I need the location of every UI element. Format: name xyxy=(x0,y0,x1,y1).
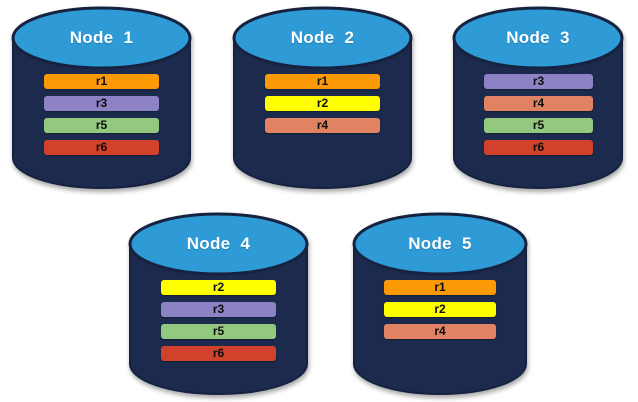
replica-list: r1 r3 r5 r6 xyxy=(44,74,159,155)
replica-label: r2 xyxy=(434,302,446,316)
replica-label: r6 xyxy=(95,140,108,154)
replica-label: r5 xyxy=(95,118,108,132)
replica-label: r3 xyxy=(95,96,108,110)
replica-bar[interactable]: r1 xyxy=(384,280,496,295)
replica-label: r1 xyxy=(316,74,329,88)
replica-bar[interactable]: r3 xyxy=(161,302,276,317)
replica-bar[interactable]: r6 xyxy=(44,140,159,155)
replica-bar[interactable]: r2 xyxy=(265,96,380,111)
replica-list: r1 r2 r4 xyxy=(265,74,380,133)
replica-bar[interactable]: r1 xyxy=(265,74,380,89)
replica-label: r5 xyxy=(212,324,225,338)
replica-bar[interactable]: r4 xyxy=(384,324,496,339)
replica-bar[interactable]: r6 xyxy=(161,346,276,361)
replica-label: r4 xyxy=(434,324,446,338)
replica-label: r2 xyxy=(212,280,225,294)
replica-label: r1 xyxy=(434,280,446,294)
replica-bar[interactable]: r4 xyxy=(265,118,380,133)
replica-bar[interactable]: r4 xyxy=(484,96,593,111)
replica-bar[interactable]: r3 xyxy=(484,74,593,89)
replica-label: r5 xyxy=(532,118,545,132)
replica-label: r4 xyxy=(532,96,545,110)
replica-bar[interactable]: r3 xyxy=(44,96,159,111)
replica-label: r1 xyxy=(95,74,108,88)
replica-bar[interactable]: r5 xyxy=(484,118,593,133)
replica-bar[interactable]: r6 xyxy=(484,140,593,155)
replica-label: r6 xyxy=(212,346,225,360)
replica-list: r2 r3 r5 r6 xyxy=(161,280,276,361)
replica-label: r3 xyxy=(212,302,225,316)
replica-bar[interactable]: r1 xyxy=(44,74,159,89)
replica-label: r6 xyxy=(532,140,545,154)
replica-bar[interactable]: r2 xyxy=(384,302,496,317)
replica-bar[interactable]: r5 xyxy=(161,324,276,339)
replica-label: r4 xyxy=(316,118,329,132)
replica-label: r2 xyxy=(316,96,329,110)
replica-bar[interactable]: r5 xyxy=(44,118,159,133)
replica-list: r1 r2 r4 xyxy=(384,280,496,339)
replica-list: r3 r4 r5 r6 xyxy=(484,74,593,155)
replica-label: r3 xyxy=(532,74,545,88)
replica-bar[interactable]: r2 xyxy=(161,280,276,295)
